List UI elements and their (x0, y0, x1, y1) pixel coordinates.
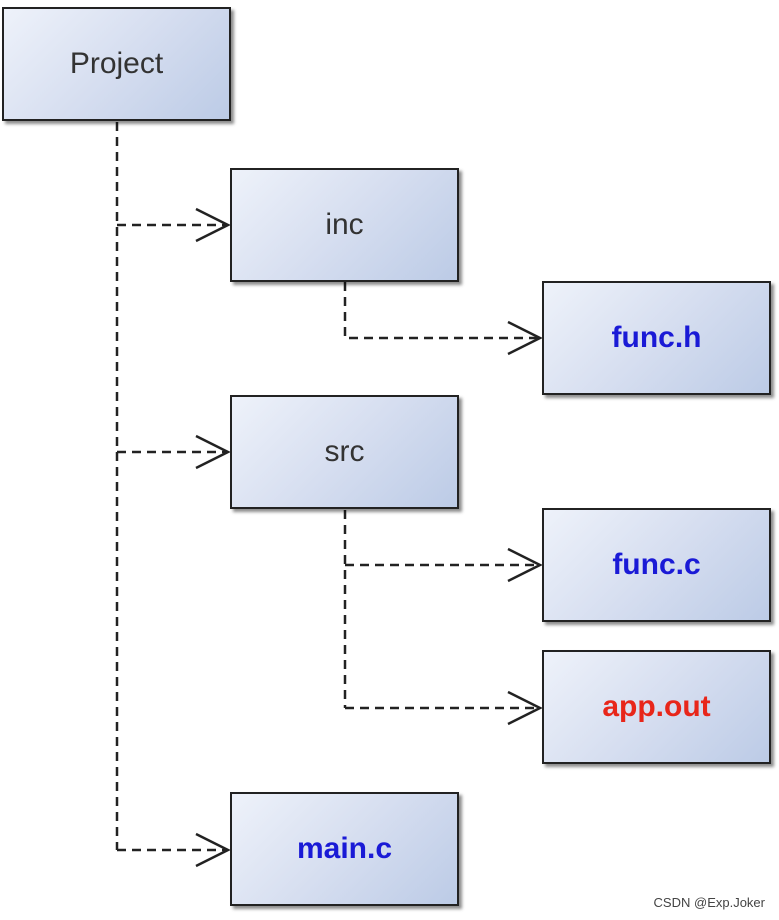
node-src-label: src (324, 435, 365, 468)
node-app-out-label: app.out (602, 690, 711, 723)
node-project: Project (2, 7, 231, 121)
watermark: CSDN @Exp.Joker (653, 895, 765, 910)
arrowhead-src (195, 434, 231, 470)
node-inc: inc (230, 168, 459, 282)
node-func-c-label: func.c (612, 548, 701, 581)
arrowhead-appout (507, 690, 543, 726)
node-main-c: main.c (230, 792, 459, 906)
arrowhead-inc (195, 207, 231, 243)
node-func-h-label: func.h (611, 321, 702, 354)
arrowhead-main (195, 832, 231, 868)
node-main-c-label: main.c (296, 832, 393, 865)
node-app-out: app.out (542, 650, 771, 764)
node-project-label: Project (69, 47, 164, 80)
arrowhead-funch (507, 320, 543, 356)
node-src: src (230, 395, 459, 509)
edge-inc-funch (343, 282, 540, 340)
node-func-c: func.c (542, 508, 771, 622)
node-func-h: func.h (542, 281, 771, 395)
node-inc-label: inc (325, 208, 364, 241)
arrowhead-funcc (507, 547, 543, 583)
